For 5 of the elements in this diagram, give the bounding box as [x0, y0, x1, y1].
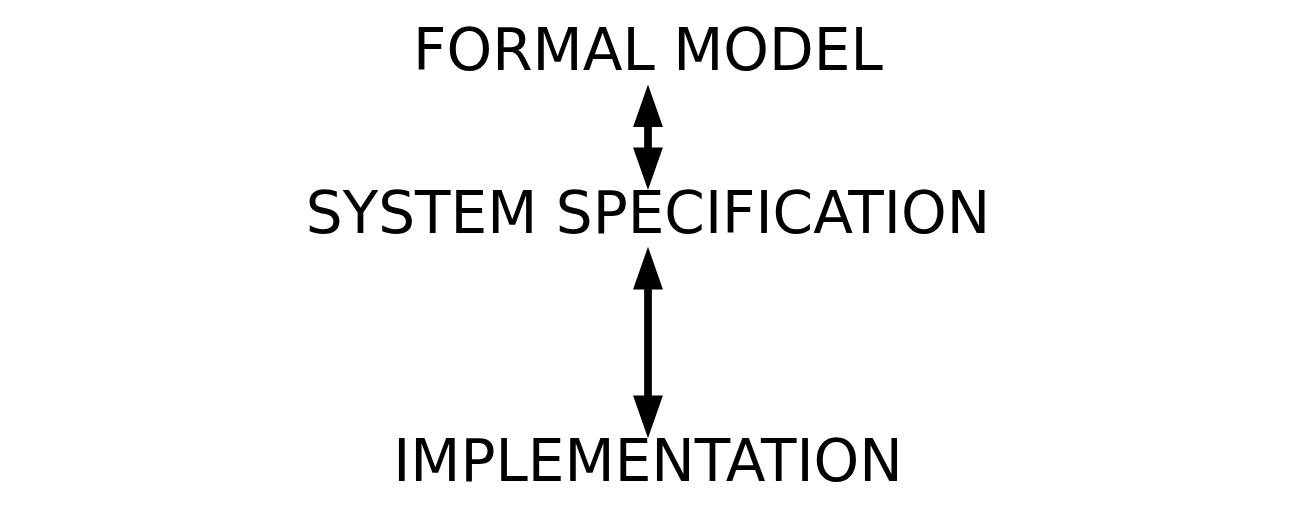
arrow	[632, 246, 663, 439]
arrow	[632, 84, 663, 191]
node-text: IMPLEMENTATION	[392, 426, 903, 495]
node-text: FORMAL MODEL	[412, 16, 883, 85]
node-text: SYSTEM SPECIFICATION	[305, 178, 990, 247]
